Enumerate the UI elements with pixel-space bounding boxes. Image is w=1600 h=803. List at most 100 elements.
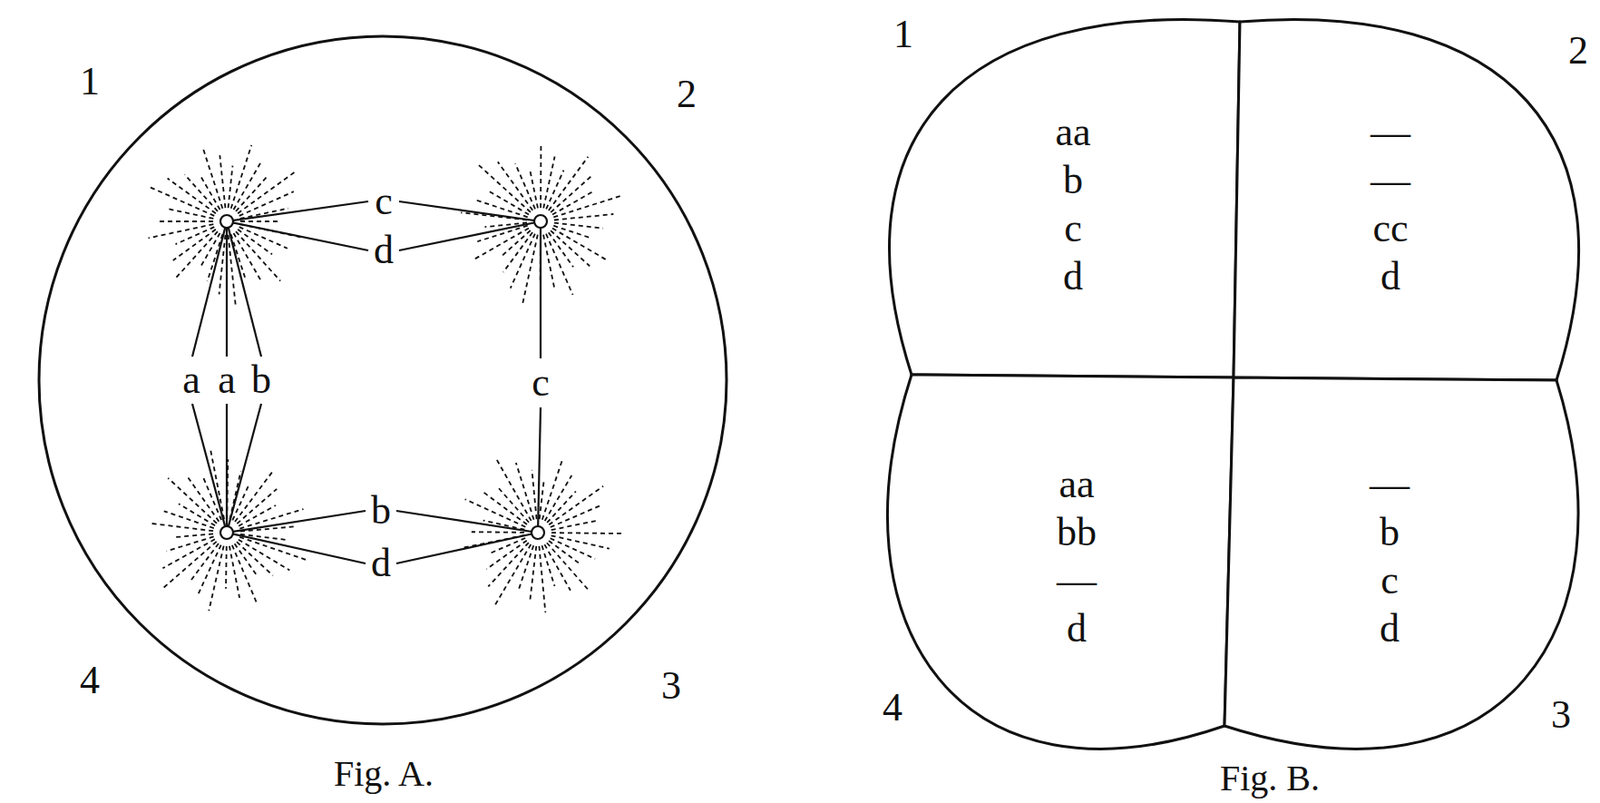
- cell-number: 2: [1568, 29, 1589, 73]
- aster-ray: [489, 537, 526, 554]
- chromosome-label: a: [217, 358, 236, 402]
- aster-ray: [551, 520, 597, 530]
- aster-ray: [168, 208, 214, 219]
- blastomere: — — cc d: [1366, 104, 1415, 304]
- aster-ray: [543, 234, 556, 291]
- aster-ray: [531, 469, 537, 519]
- cell-number: 1: [893, 12, 914, 57]
- aster-ray: [229, 546, 240, 598]
- aster-ray: [462, 535, 525, 548]
- blastomere-outline: [1233, 19, 1580, 381]
- asters: [148, 144, 623, 613]
- aster-ray: [501, 230, 531, 257]
- aster-ray: [550, 537, 596, 559]
- aster-ray: [240, 526, 297, 532]
- cell-number: 4: [882, 685, 903, 730]
- aster-ray: [232, 545, 257, 604]
- aster-ray: [546, 491, 576, 523]
- aster-ray: [539, 234, 542, 282]
- aster-ray: [554, 223, 604, 229]
- aster-ray: [550, 504, 603, 527]
- aster-ray: [465, 498, 527, 527]
- aster-ray: [474, 227, 529, 259]
- aster-ray: [554, 214, 614, 221]
- aster-ray: [239, 226, 288, 249]
- chromosome-label: c: [374, 179, 393, 224]
- aster-ray: [240, 534, 286, 540]
- aster-ray: [515, 163, 536, 209]
- aster-ray: [495, 544, 531, 605]
- aster-ray: [239, 536, 306, 560]
- aster-ray: [231, 145, 253, 209]
- egg-outline: [39, 36, 727, 724]
- aster-ray: [478, 165, 531, 213]
- aster-number: 4: [79, 658, 100, 703]
- aster-ray: [529, 169, 538, 208]
- aster-ray: [219, 155, 225, 208]
- aster-ray: [200, 233, 221, 267]
- chromosome-label: d: [373, 228, 394, 273]
- aster-ray: [503, 232, 533, 273]
- chromosome-label: c: [531, 360, 550, 405]
- aster-ray: [545, 475, 573, 521]
- aster-ray: [173, 229, 216, 261]
- aster-ray: [235, 231, 281, 282]
- chromosome-label: d: [370, 541, 391, 586]
- aster-ray: [234, 543, 258, 576]
- aster-ray: [166, 536, 215, 551]
- aster-ray: [516, 462, 535, 520]
- aster-ray: [550, 230, 590, 266]
- blastomeres: [887, 19, 1579, 749]
- aster: [462, 459, 622, 613]
- aster-ray: [174, 533, 214, 537]
- aster: [150, 450, 306, 612]
- aster-ray: [543, 156, 555, 208]
- centrosome: [220, 526, 234, 539]
- blastomere: aa b c d: [1051, 104, 1094, 304]
- blastomere-outline: [889, 19, 1240, 378]
- chromosome-label: b: [370, 488, 391, 533]
- aster-ray: [231, 234, 246, 278]
- aster-ray: [210, 450, 225, 520]
- aster-ray: [175, 226, 215, 244]
- aster-ray: [551, 531, 622, 535]
- aster-ray: [186, 475, 220, 522]
- centrosome: [534, 214, 547, 228]
- aster-ray: [477, 225, 527, 243]
- chromosome-set: aa bb — d: [1056, 459, 1097, 653]
- figure-caption: Fig. B.: [1219, 758, 1320, 799]
- chromosome-set: aa b c d: [1054, 107, 1091, 301]
- aster-ray: [150, 186, 215, 215]
- aster-ray: [487, 542, 529, 586]
- aster-ray: [197, 545, 222, 596]
- aster-ray: [485, 222, 528, 227]
- aster-ray: [237, 172, 294, 214]
- aster-ray: [226, 458, 228, 519]
- aster-ray: [553, 225, 591, 239]
- aster-ray: [538, 546, 546, 613]
- blastomere: — b c d: [1365, 456, 1414, 656]
- chromosome-set: — — cc d: [1370, 107, 1411, 301]
- centrosome: [531, 526, 545, 539]
- aster-ray: [224, 546, 228, 589]
- figure-caption: Fig. A.: [333, 753, 434, 794]
- aster: [460, 144, 621, 303]
- aster-ray: [234, 160, 263, 210]
- aster-ray: [234, 233, 263, 283]
- aster-ray: [240, 220, 280, 223]
- aster-ray: [471, 530, 525, 533]
- aster-ray: [191, 543, 219, 580]
- aster-ray: [185, 174, 218, 211]
- aster-ray: [541, 545, 555, 586]
- aster-ray: [228, 165, 234, 209]
- aster-ray: [546, 234, 574, 295]
- aster-ray: [548, 486, 604, 526]
- aster-ray: [552, 228, 607, 261]
- blastomere-outline: [887, 374, 1234, 749]
- cell-number: 3: [1551, 692, 1571, 737]
- aster-ray: [240, 208, 289, 219]
- aster-ray: [483, 520, 526, 530]
- aster-ray: [148, 224, 215, 238]
- aster-ray: [544, 544, 571, 591]
- aster-ray: [539, 144, 542, 208]
